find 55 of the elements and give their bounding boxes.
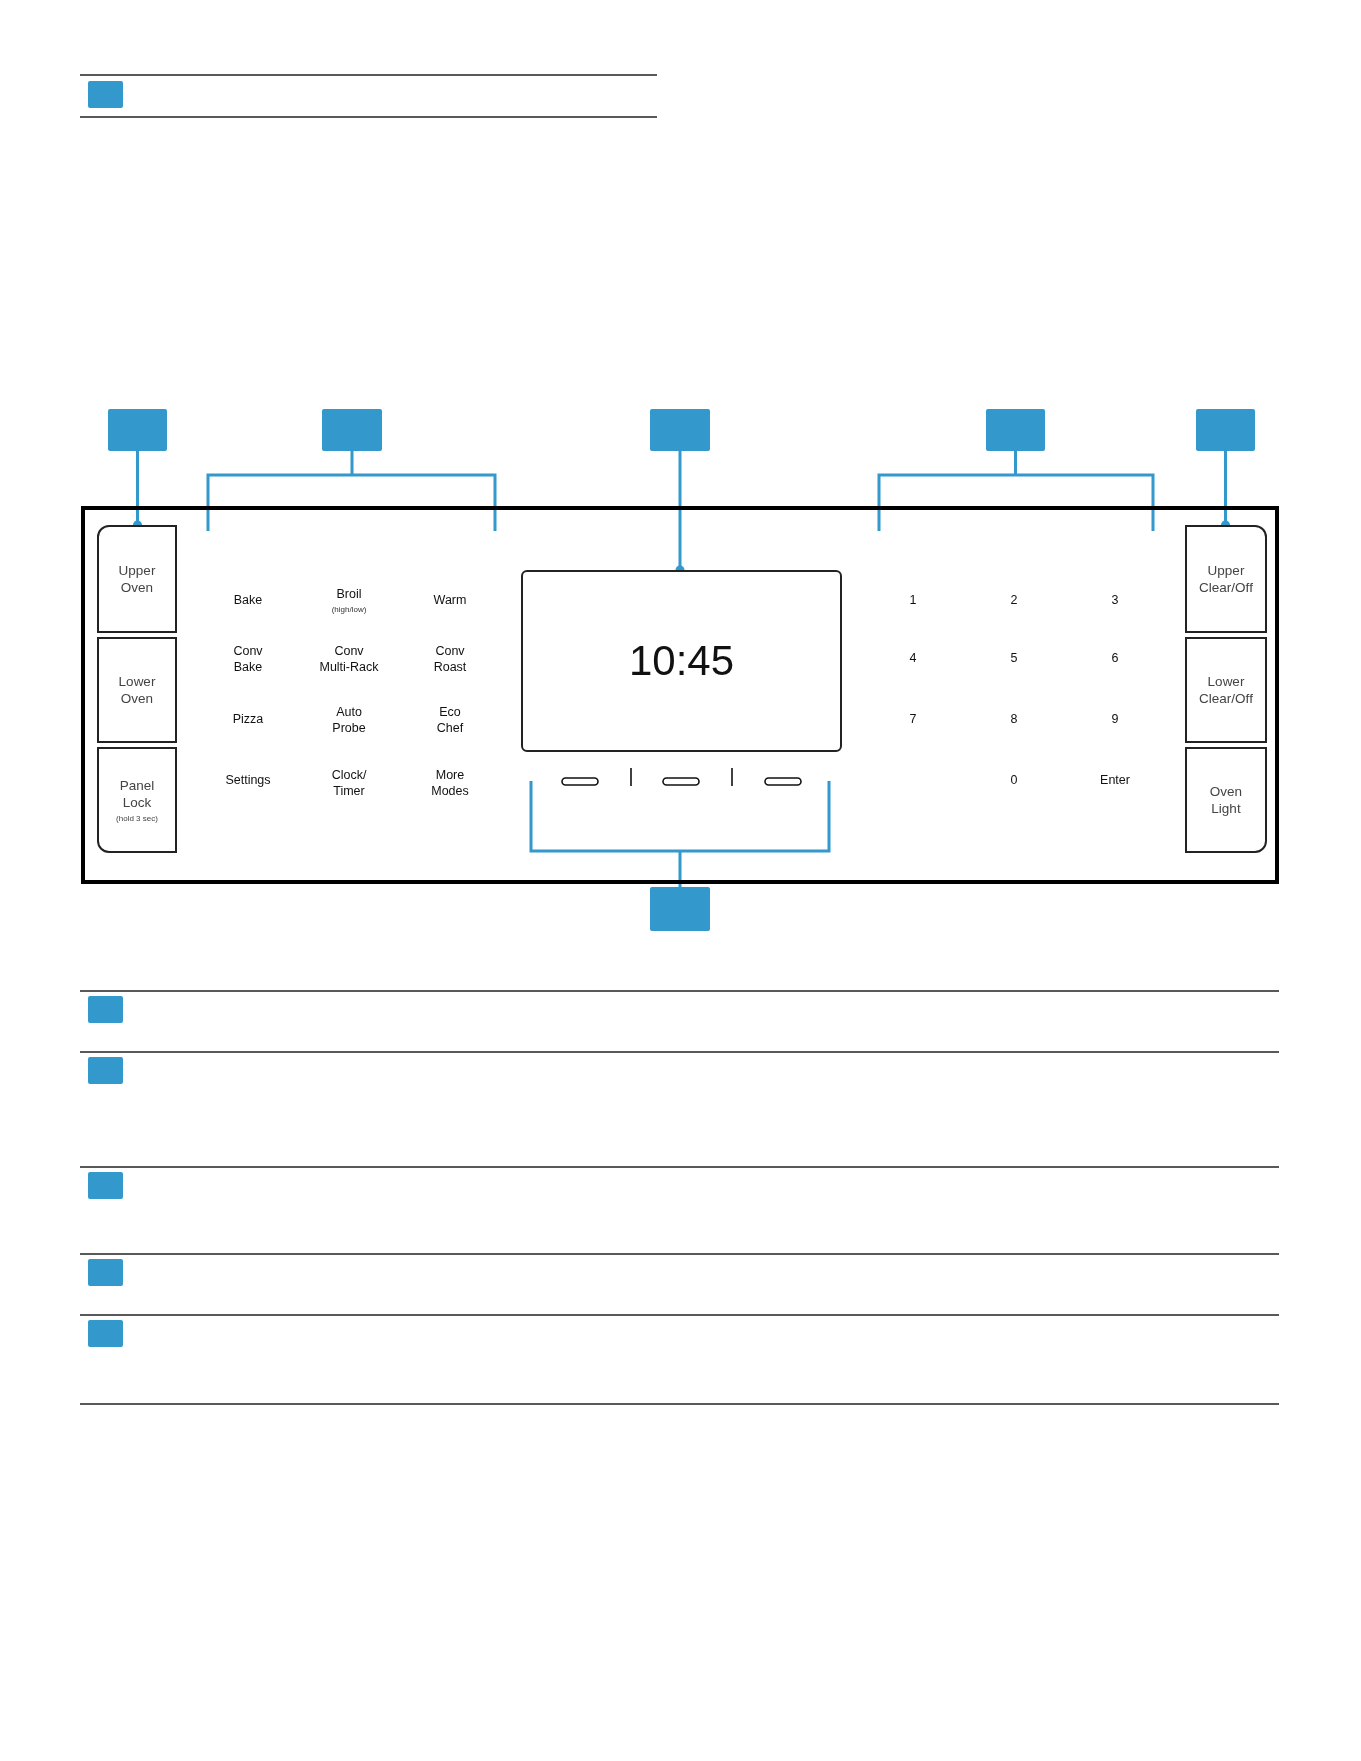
key-label: 7 bbox=[908, 712, 918, 728]
key-label: Auto Probe bbox=[331, 704, 367, 736]
touch-key bbox=[1185, 525, 1267, 633]
control-panel-outline bbox=[81, 506, 1279, 884]
key-label: Conv Roast bbox=[432, 643, 468, 675]
callout-marker bbox=[650, 887, 710, 931]
key-label: 8 bbox=[1009, 712, 1019, 728]
key-label: Panel Lock bbox=[118, 776, 156, 811]
key-label: Enter bbox=[1099, 773, 1131, 789]
callout-marker bbox=[88, 1057, 123, 1084]
callout-marker bbox=[1196, 409, 1255, 451]
clock-readout: 10:45 bbox=[628, 637, 735, 685]
key-label: 2 bbox=[1009, 593, 1019, 609]
key-label: 3 bbox=[1110, 593, 1120, 609]
key-label: Upper Oven bbox=[117, 562, 157, 596]
key-label: 9 bbox=[1110, 712, 1120, 728]
key-label: 6 bbox=[1110, 651, 1120, 667]
key-label: Pizza bbox=[231, 712, 265, 728]
callout-marker bbox=[88, 81, 123, 108]
key-label: Upper Clear/Off bbox=[1198, 562, 1254, 596]
touch-key bbox=[97, 747, 177, 853]
callout-marker bbox=[88, 996, 123, 1023]
touch-key bbox=[1185, 637, 1267, 743]
key-label: 1 bbox=[908, 593, 918, 609]
key-note: (hold 3 sec) bbox=[116, 813, 158, 824]
key-label: Clock/ Timer bbox=[330, 767, 368, 799]
callout-marker bbox=[88, 1320, 123, 1347]
key-label: Oven Light bbox=[1208, 783, 1244, 817]
bracket-leader-line bbox=[529, 779, 831, 889]
key-label: 4 bbox=[908, 651, 918, 667]
key-label: Conv Multi-Rack bbox=[318, 643, 380, 675]
display-screen bbox=[521, 570, 842, 752]
callout-marker bbox=[986, 409, 1045, 451]
key-label: More Modes bbox=[430, 767, 470, 799]
callout-marker bbox=[108, 409, 167, 451]
callout-marker bbox=[650, 409, 710, 451]
callout-marker bbox=[88, 1259, 123, 1286]
key-label: Warm bbox=[432, 593, 468, 609]
callout-marker bbox=[322, 409, 382, 451]
key-label: Bake bbox=[232, 593, 264, 609]
key-label: Lower Oven bbox=[117, 673, 157, 707]
key-label: Lower Clear/Off bbox=[1198, 673, 1254, 707]
bracket-leader-line bbox=[206, 449, 497, 533]
bracket-leader-line bbox=[877, 449, 1155, 533]
key-label: Conv Bake bbox=[232, 643, 264, 675]
callout-marker bbox=[88, 1172, 123, 1199]
touch-key bbox=[1185, 747, 1267, 853]
key-label: 0 bbox=[1009, 773, 1019, 789]
key-label: Settings bbox=[224, 773, 272, 789]
key-note: (high/low) bbox=[330, 604, 368, 614]
key-label: 5 bbox=[1009, 651, 1019, 667]
touch-key bbox=[97, 525, 177, 633]
touch-key bbox=[97, 637, 177, 743]
key-label: Broil bbox=[335, 587, 363, 603]
key-label: Eco Chef bbox=[435, 704, 465, 736]
